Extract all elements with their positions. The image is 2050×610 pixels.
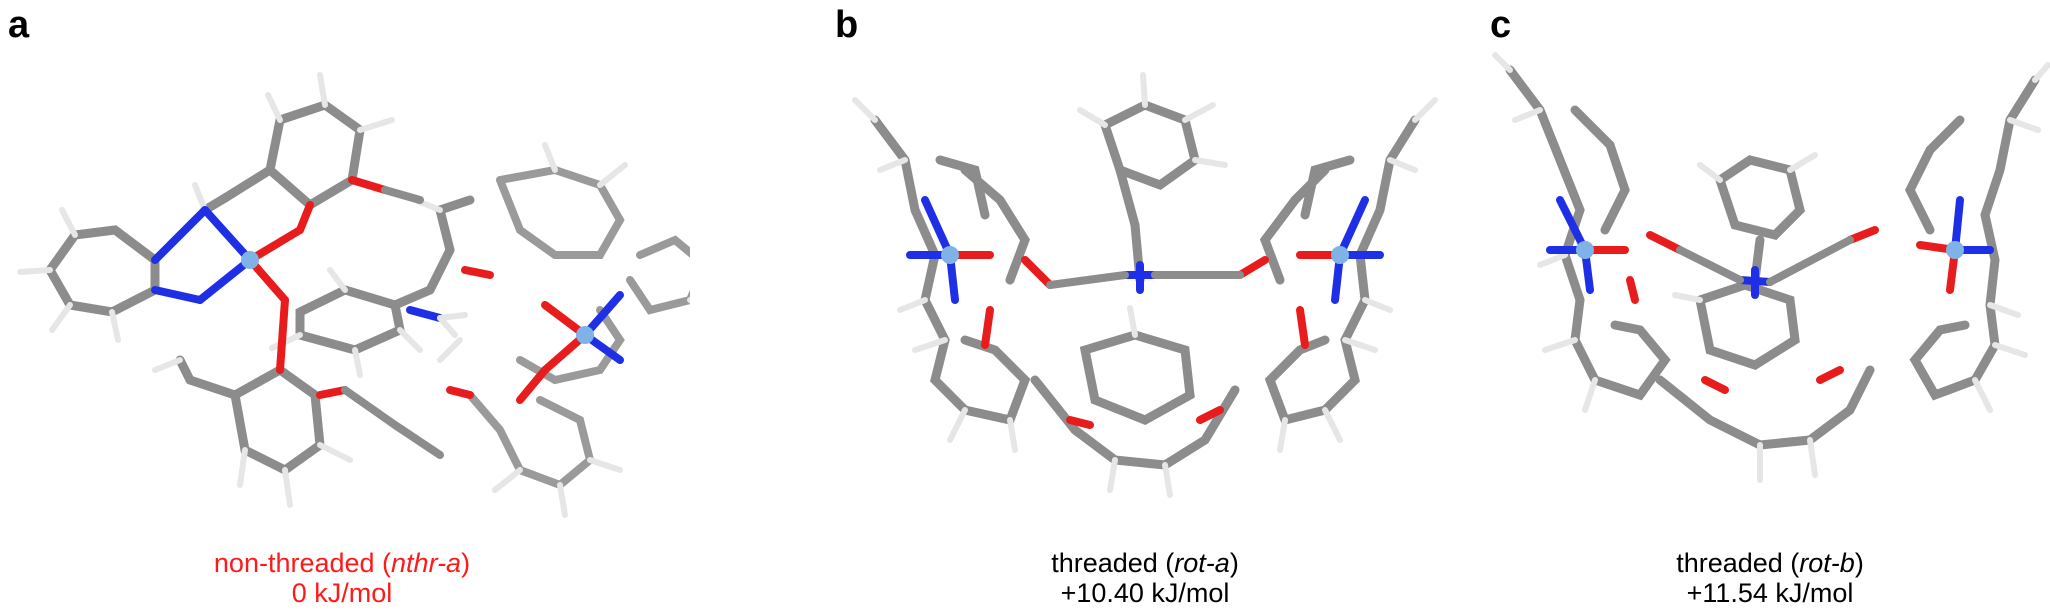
molecule-rot-b [1492, 52, 2050, 483]
caption-c-suffix: ) [1854, 548, 1864, 578]
caption-a-italic: nthr-a [391, 548, 462, 578]
panel-letter-b: b [835, 4, 859, 46]
caption-c-label: threaded (rot-b) [1510, 548, 2030, 578]
panel-c: c [1490, 0, 2050, 610]
copper-atom-right [576, 326, 594, 344]
panel-b: b [835, 0, 1455, 610]
molecule-nthr-a [17, 72, 690, 518]
caption-b-prefix: threaded ( [1051, 548, 1175, 578]
caption-b-italic: rot-a [1174, 548, 1230, 578]
caption-c: threaded (rot-b) +11.54 kJ/mol [1510, 548, 2030, 608]
caption-c-energy: +11.54 kJ/mol [1686, 578, 1854, 608]
copper-atom-left [241, 251, 259, 269]
panel-a: a [0, 0, 690, 610]
caption-a-energy: 0 kJ/mol [291, 578, 393, 608]
caption-c-prefix: threaded ( [1676, 548, 1800, 578]
caption-b: threaded (rot-a) +10.40 kJ/mol [885, 548, 1405, 608]
caption-a-suffix: ) [461, 548, 471, 578]
panel-letter-c: c [1490, 4, 1512, 46]
caption-a-prefix: non-threaded ( [213, 548, 392, 578]
copper-atom-b-left [941, 246, 959, 264]
copper-atom-c-left [1576, 241, 1594, 259]
panel-letter-a: a [8, 4, 30, 46]
left-aryl-ring [44, 225, 160, 317]
caption-b-energy: +10.40 kJ/mol [1060, 578, 1230, 608]
caption-c-italic: rot-b [1799, 548, 1855, 578]
copper-atom-b-right [1331, 246, 1349, 264]
caption-b-suffix: ) [1229, 548, 1239, 578]
molecule-rot-a [852, 72, 1438, 498]
caption-b-label: threaded (rot-a) [885, 548, 1405, 578]
copper-atom-c-right [1946, 241, 1964, 259]
caption-a: non-threaded (nthr-a) 0 kJ/mol [82, 548, 602, 608]
caption-a-label: non-threaded (nthr-a) [82, 548, 602, 578]
